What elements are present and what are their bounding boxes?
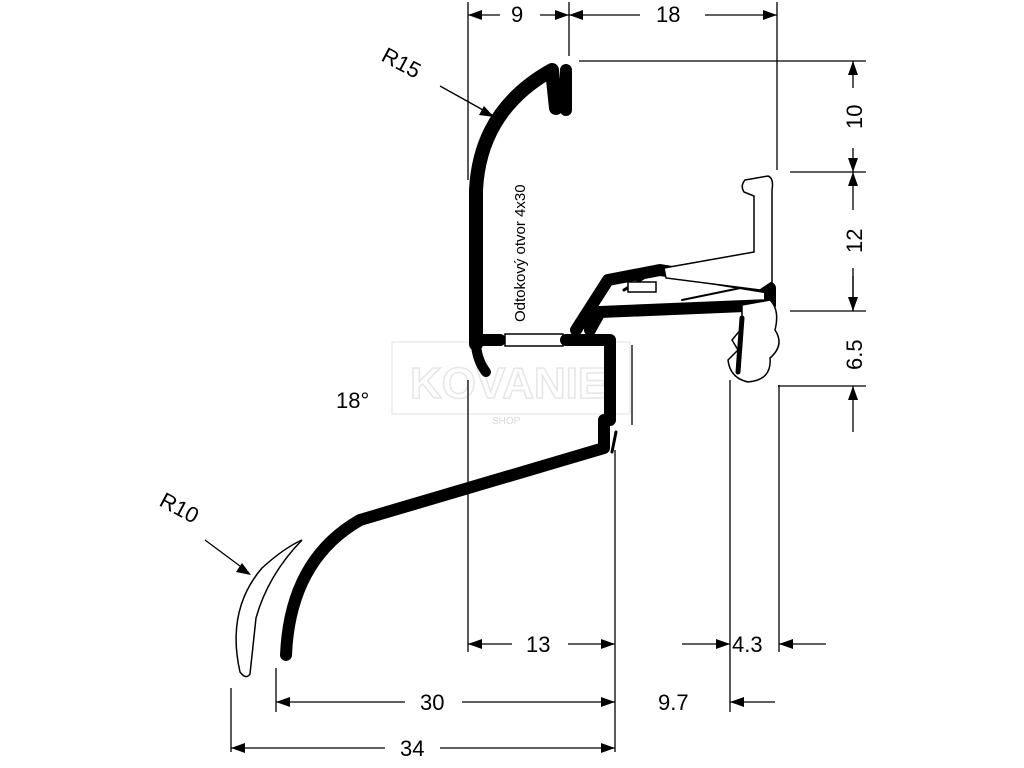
- profile-left-wall: [469, 63, 563, 351]
- arrow: [848, 172, 858, 186]
- radius-r10: R10: [156, 487, 203, 528]
- arrow: [716, 639, 730, 649]
- profile-sloped-sill: [280, 414, 610, 661]
- arrow: [468, 10, 482, 20]
- dim-12: 12: [842, 229, 867, 253]
- arrow: [730, 697, 744, 707]
- watermark-sub: SHOP: [492, 416, 521, 427]
- arrow: [231, 743, 245, 753]
- dim-9: 9: [511, 2, 523, 27]
- arrow: [601, 639, 615, 649]
- arrow: [479, 106, 494, 117]
- profile-drip-hook: [471, 341, 491, 377]
- glass-bead-outline: [663, 175, 774, 291]
- dim-10: 10: [842, 105, 867, 129]
- arrow: [779, 639, 793, 649]
- profile-inner-slot: [627, 281, 657, 293]
- arrow: [569, 10, 583, 20]
- profile-upper-web: [570, 264, 776, 336]
- right-seal-core: [735, 315, 745, 375]
- dim-34: 34: [400, 736, 424, 761]
- dim-13: 13: [526, 632, 550, 657]
- drain-note: Odtokový otvor 4x30: [512, 184, 529, 322]
- dim-9-7: 9.7: [658, 690, 689, 715]
- arrow: [236, 563, 251, 575]
- angle-label: 18°: [336, 388, 369, 413]
- arrow: [848, 386, 858, 400]
- dim-4-3: 4.3: [732, 632, 763, 657]
- dim-18: 18: [656, 2, 680, 27]
- radius-r15: R15: [378, 42, 425, 83]
- arrow: [276, 697, 290, 707]
- arrow: [555, 10, 569, 20]
- dimension-lines: [204, 10, 858, 753]
- profile-sill-tip: [610, 430, 618, 454]
- watermark-brand: KOVANIE: [410, 359, 607, 408]
- dim-30: 30: [420, 690, 444, 715]
- arrow: [848, 158, 858, 172]
- arrow: [601, 743, 615, 753]
- profile-center-step: [560, 334, 616, 426]
- aluminium-profile: [235, 63, 780, 678]
- arrow: [601, 697, 615, 707]
- bottom-brush-seal: [235, 539, 303, 678]
- dim-6-5: 6.5: [842, 339, 867, 370]
- watermark: KOVANIE SHOP: [391, 341, 631, 427]
- arrow: [848, 61, 858, 75]
- arrow: [763, 10, 777, 20]
- drain-slot: [504, 333, 564, 347]
- arrow: [468, 639, 482, 649]
